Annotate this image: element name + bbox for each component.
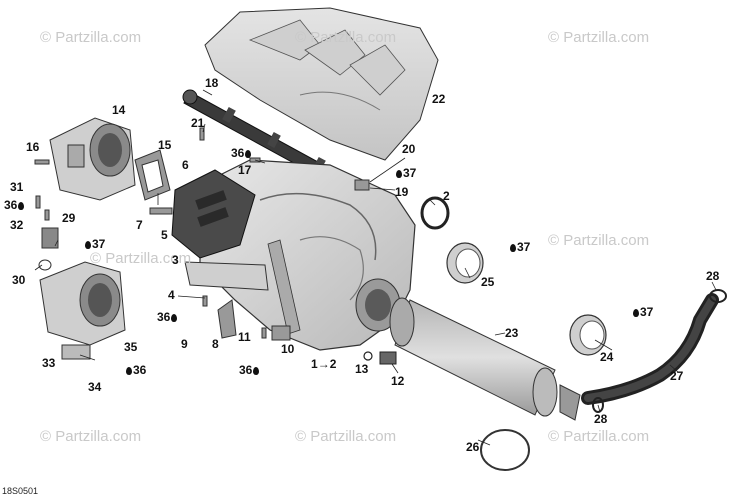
drop-icon bbox=[510, 244, 516, 252]
drop-icon bbox=[171, 314, 178, 322]
watermark: © Partzilla.com bbox=[548, 232, 650, 249]
drop-icon bbox=[245, 150, 252, 158]
callout-3: 3 bbox=[172, 253, 179, 267]
diagram-code: 18S0501 bbox=[2, 486, 39, 496]
callout-5: 5 bbox=[161, 228, 168, 242]
callout-6: 6 bbox=[182, 158, 189, 172]
washer-part-13 bbox=[363, 351, 373, 361]
bracket-part-3 bbox=[184, 261, 269, 291]
callout-4: 4 bbox=[168, 288, 175, 302]
callout-14: 14 bbox=[112, 103, 126, 117]
arrow-right-icon: → bbox=[317, 357, 330, 371]
callout-11: 11 bbox=[238, 330, 251, 344]
module-part-7 bbox=[171, 169, 256, 259]
intake-manifold bbox=[199, 159, 416, 351]
callout-23: 23 bbox=[505, 326, 519, 340]
callout-34: 34 bbox=[88, 380, 102, 394]
callout-36-a: 36 bbox=[4, 199, 25, 211]
leader-lines bbox=[34, 89, 717, 446]
callout-24: 24 bbox=[600, 350, 614, 364]
drop-icon bbox=[253, 367, 260, 375]
hardware-fasteners bbox=[34, 127, 370, 341]
callout-20: 20 bbox=[402, 142, 416, 156]
callout-17: 17 bbox=[238, 163, 252, 177]
drop-icon bbox=[85, 241, 91, 249]
part-33 bbox=[61, 344, 91, 360]
callout-12: 12 bbox=[391, 374, 405, 388]
callout-9: 9 bbox=[181, 337, 188, 351]
callout-7: 7 bbox=[136, 218, 143, 232]
watermark: © Partzilla.com bbox=[295, 428, 397, 445]
callout-16: 16 bbox=[26, 140, 40, 154]
drop-icon bbox=[18, 202, 25, 210]
callout-26: 26 bbox=[466, 440, 480, 454]
callout-37-a: 37 bbox=[395, 167, 416, 179]
drop-icon bbox=[396, 170, 402, 178]
o-ring-part-28-bottom bbox=[592, 397, 604, 413]
callout-25: 25 bbox=[481, 275, 495, 289]
o-ring-part-28-top bbox=[709, 289, 727, 303]
o-ring-part-2 bbox=[420, 196, 450, 230]
callout-36-d: 36 bbox=[239, 364, 260, 376]
callout-36-c: 36 bbox=[157, 311, 178, 323]
watermark: © Partzilla.com bbox=[40, 428, 142, 445]
sensor-part-12 bbox=[379, 351, 397, 365]
clamp-part-24 bbox=[569, 314, 607, 356]
engine-cover-part-22 bbox=[204, 7, 439, 161]
callout-15: 15 bbox=[158, 138, 172, 152]
callout-32: 32 bbox=[10, 218, 24, 232]
gasket-part-15 bbox=[134, 149, 171, 201]
callout-35: 35 bbox=[124, 340, 138, 354]
sensor-part-29 bbox=[41, 227, 59, 249]
clamp-part-26 bbox=[480, 429, 530, 471]
throttle-body-part-14 bbox=[49, 117, 136, 201]
callout-37-d: 37 bbox=[632, 306, 653, 318]
callout-29: 29 bbox=[62, 211, 76, 225]
clamp-part-25 bbox=[446, 242, 484, 284]
watermark: © Partzilla.com bbox=[548, 29, 650, 46]
callout-13: 13 bbox=[355, 362, 369, 376]
callout-37-c: 37 bbox=[509, 241, 530, 253]
watermark: © Partzilla.com bbox=[90, 250, 192, 267]
callout-33: 33 bbox=[42, 356, 56, 370]
watermark: © Partzilla.com bbox=[40, 29, 142, 46]
throttle-body-lower bbox=[39, 261, 126, 346]
air-filter-part-23 bbox=[389, 297, 581, 421]
callout-18: 18 bbox=[205, 76, 219, 90]
watermark: © Partzilla.com bbox=[548, 428, 650, 445]
callout-28-bottom: 28 bbox=[594, 412, 608, 426]
callout-36-e: 36 bbox=[125, 364, 146, 376]
drop-icon bbox=[126, 367, 132, 375]
callout-30: 30 bbox=[12, 273, 26, 287]
callout-10: 10 bbox=[281, 342, 295, 356]
watermark: © Partzilla.com bbox=[295, 29, 397, 46]
drop-icon bbox=[633, 309, 639, 317]
callout-31: 31 bbox=[10, 180, 24, 194]
callout-8: 8 bbox=[212, 337, 219, 351]
callout-22: 22 bbox=[432, 92, 446, 106]
callout-27: 27 bbox=[670, 369, 684, 383]
callout-37-b: 37 bbox=[84, 238, 105, 250]
callout-21: 21 bbox=[191, 116, 205, 130]
callout-19: 19 bbox=[395, 185, 409, 199]
callout-28-top: 28 bbox=[706, 269, 720, 283]
callout-1: 1→2 bbox=[311, 357, 337, 371]
callout-2: 2 bbox=[443, 189, 450, 203]
callout-36-b: 36 bbox=[231, 147, 252, 159]
